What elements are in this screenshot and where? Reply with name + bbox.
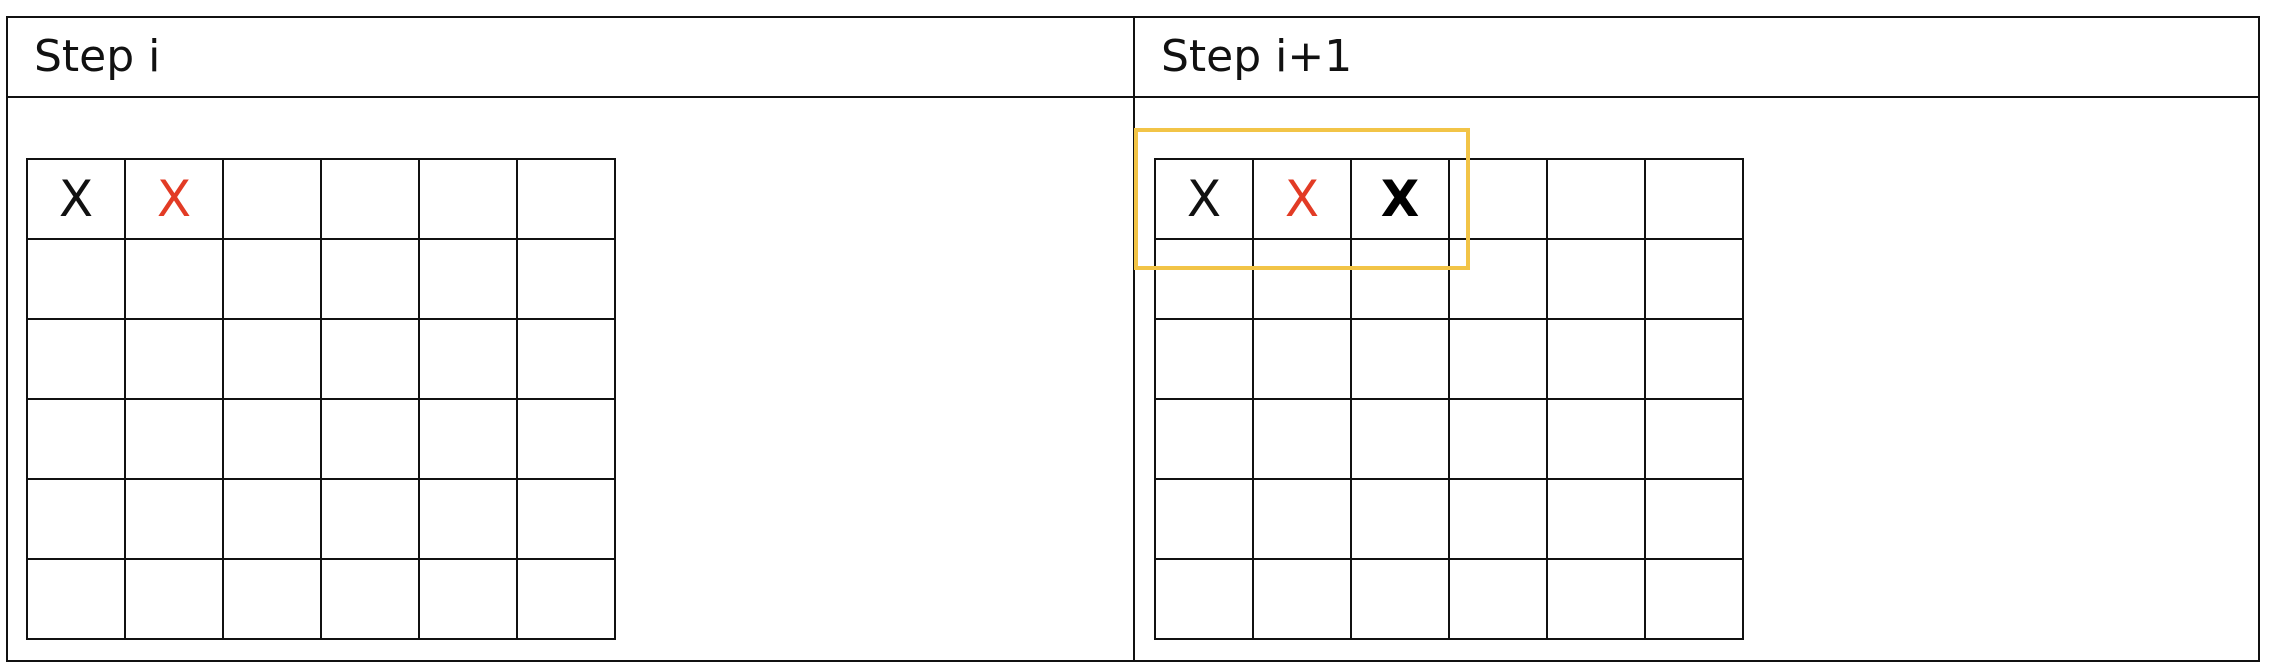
grid-cell — [320, 478, 420, 560]
grid-cell — [418, 478, 518, 560]
grid-cell — [222, 398, 322, 480]
x-mark: X — [156, 170, 192, 228]
grid-row — [1154, 478, 1744, 560]
panel-title-step-i: Step i — [34, 31, 161, 82]
grid-row — [26, 478, 616, 560]
grid-row — [1154, 238, 1744, 320]
x-mark: X — [1380, 170, 1420, 228]
grid-cell — [1154, 398, 1254, 480]
grid-cell — [1644, 478, 1744, 560]
grid-cell: X — [1252, 158, 1352, 240]
grid-cell — [418, 158, 518, 240]
grid-row — [26, 558, 616, 640]
grid-cell — [124, 318, 224, 400]
grid-cell: X — [1350, 158, 1450, 240]
grid-cell — [26, 318, 126, 400]
grid-cell — [1546, 318, 1646, 400]
column-divider — [1133, 18, 1135, 660]
grid-cell — [320, 558, 420, 640]
grid-row — [26, 398, 616, 480]
grid-cell — [1252, 478, 1352, 560]
grid-cell — [1154, 318, 1254, 400]
grid-cell: X — [1154, 158, 1254, 240]
grid-cell — [516, 478, 616, 560]
grid-cell — [26, 558, 126, 640]
grid-cell — [1546, 158, 1646, 240]
grid-cell — [1546, 558, 1646, 640]
grid-cell — [1448, 478, 1548, 560]
grid-row — [1154, 558, 1744, 640]
grid-cell — [222, 558, 322, 640]
grid-cell: X — [124, 158, 224, 240]
grid-cell — [222, 318, 322, 400]
grid-cell — [1252, 238, 1352, 320]
grid-cell — [1350, 398, 1450, 480]
grid-cell — [1644, 398, 1744, 480]
grid-cell — [124, 478, 224, 560]
grid-cell — [124, 558, 224, 640]
grid-cell — [320, 398, 420, 480]
x-mark: X — [1186, 170, 1222, 228]
grid-cell — [26, 238, 126, 320]
grid-row — [1154, 318, 1744, 400]
panel-title-step-i-plus-1: Step i+1 — [1161, 31, 1353, 82]
grid-cell — [26, 398, 126, 480]
grid-cell — [1154, 238, 1254, 320]
grid-cell — [1350, 558, 1450, 640]
grid-cell: X — [26, 158, 126, 240]
grid-cell — [418, 558, 518, 640]
grid-cell — [1448, 158, 1548, 240]
grid-cell — [222, 478, 322, 560]
grid-cell — [222, 238, 322, 320]
grid-cell — [26, 478, 126, 560]
grid-cell — [1546, 398, 1646, 480]
x-mark: X — [1284, 170, 1320, 228]
grid-cell — [1448, 398, 1548, 480]
grid-cell — [1546, 478, 1646, 560]
grid-cell — [516, 398, 616, 480]
grid-cell — [320, 238, 420, 320]
grid-cell — [1644, 158, 1744, 240]
grid-cell — [516, 558, 616, 640]
x-mark: X — [58, 170, 94, 228]
grid-cell — [516, 158, 616, 240]
grid-row — [26, 318, 616, 400]
grid-row — [26, 238, 616, 320]
grid-cell — [1644, 558, 1744, 640]
grid-cell — [1350, 318, 1450, 400]
grid-cell — [320, 158, 420, 240]
grid-cell — [320, 318, 420, 400]
grid-cell — [418, 238, 518, 320]
grid-cell — [1448, 558, 1548, 640]
grid-cell — [418, 398, 518, 480]
grid-cell — [124, 398, 224, 480]
highlight-box — [1134, 128, 1470, 270]
grid-cell — [1644, 238, 1744, 320]
grid-row — [1154, 398, 1744, 480]
grid-cell — [124, 238, 224, 320]
grid-cell — [516, 318, 616, 400]
grid-cell — [1252, 318, 1352, 400]
grid-cell — [1448, 318, 1548, 400]
grid-cell — [1350, 238, 1450, 320]
grid-cell — [222, 158, 322, 240]
grid-cell — [1252, 558, 1352, 640]
grid-cell — [516, 238, 616, 320]
grid-cell — [1546, 238, 1646, 320]
grid-cell — [1448, 238, 1548, 320]
grid-cell — [1154, 478, 1254, 560]
grid-cell — [418, 318, 518, 400]
grid-cell — [1350, 478, 1450, 560]
grid-cell — [1252, 398, 1352, 480]
comparison-table: Step i Step i+1 — [6, 16, 2260, 662]
grid-cell — [1154, 558, 1254, 640]
grid-cell — [1644, 318, 1744, 400]
